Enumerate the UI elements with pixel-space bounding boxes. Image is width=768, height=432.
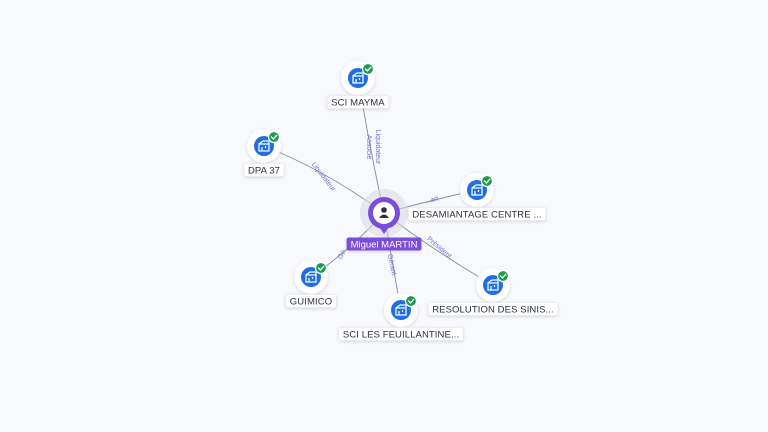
node-label: SCI LES FEUILLANTINE... [338,327,464,341]
edge-label: Associé [365,135,372,160]
check-icon [361,62,375,76]
company-node[interactable]: DPA 37 [243,129,285,177]
building-icon [258,140,270,152]
check-icon [496,269,510,283]
building-icon [305,271,317,283]
edge-label: Liquidateur [310,161,337,193]
company-node[interactable]: RESOLUTION DES SINIS... [427,268,559,316]
node-name: GUIMICO [290,296,332,307]
check-icon [267,130,281,144]
building-icon [487,279,499,291]
node-label: DESAMIANTAGE CENTRE ... [408,207,546,221]
edge-label: ...art [424,195,439,205]
node-label: SCI MAYMA [326,95,390,109]
node-name: RESOLUTION DES SINIS... [432,304,554,315]
company-node[interactable]: SCI MAYMA [326,61,390,109]
nodes-layer: SCI MAYMA DPA 37 DESAMIANTAGE CENTRE ... GU… [243,61,559,341]
node-name: SCI LES FEUILLANTINE... [343,329,459,340]
building-icon [471,184,483,196]
check-icon [314,261,328,275]
building-icon [352,72,364,84]
node-name: DPA 37 [248,165,280,176]
node-label: GUIMICO [285,294,337,308]
node-name: DESAMIANTAGE CENTRE ... [412,209,541,220]
node-name: SCI MAYMA [331,97,385,108]
check-icon [404,294,418,308]
edge-label: Liquidateur [374,130,381,165]
company-node[interactable]: SCI LES FEUILLANTINE... [338,293,464,341]
node-label: Miguel MARTIN [346,237,422,251]
node-name: Miguel MARTIN [351,239,418,250]
node-label: RESOLUTION DES SINIS... [427,302,559,316]
check-icon [480,174,494,188]
building-icon [395,304,407,316]
edge-label: Gérant [386,253,397,275]
company-node[interactable]: DESAMIANTAGE CENTRE ... [408,173,546,221]
node-label: DPA 37 [243,163,285,177]
company-node[interactable]: GUIMICO [285,260,337,308]
person-icon [379,207,389,218]
edge-label: Président [425,236,452,260]
person-node[interactable]: Miguel MARTIN [346,189,422,251]
